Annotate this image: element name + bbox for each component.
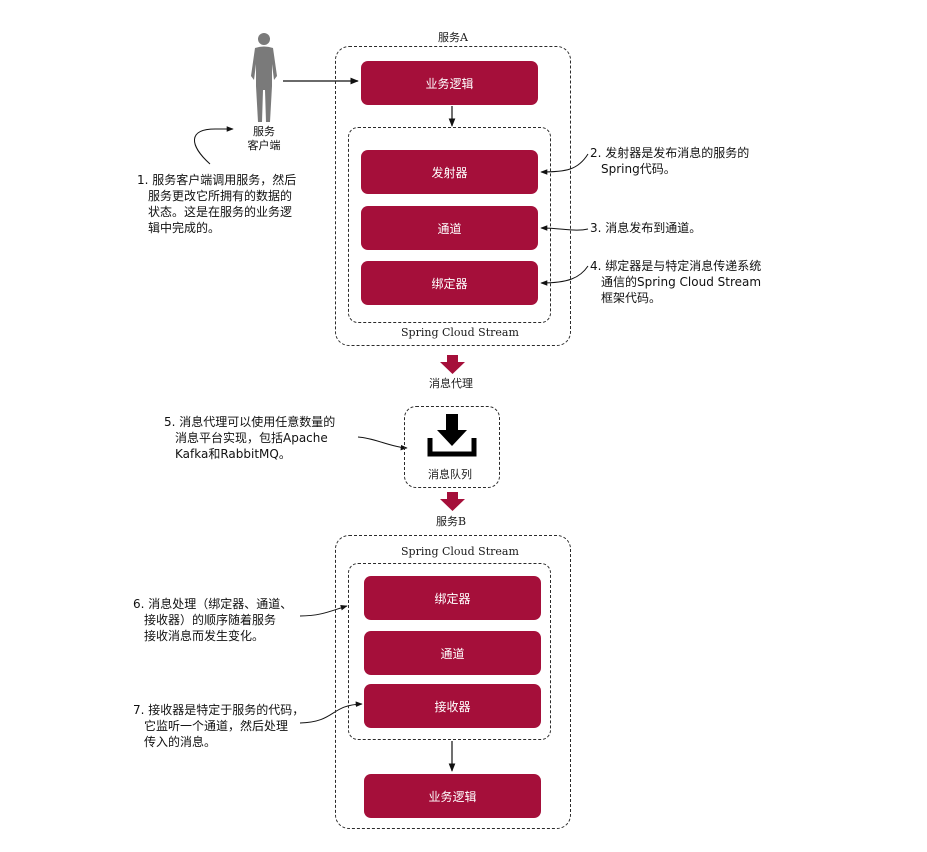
note-6-line: 接收器）的顺序随着服务 bbox=[144, 613, 277, 627]
service-b-container bbox=[335, 535, 571, 829]
note-4-line: 4. 绑定器是与特定消息传递系统 bbox=[590, 259, 762, 273]
service-b-scs-container bbox=[348, 563, 551, 740]
note-1-line: 1. 服务客户端调用服务，然后 bbox=[137, 173, 297, 187]
service-a-emitter: 发射器 bbox=[361, 150, 538, 194]
note-1-line: 服务更改它所拥有的数据的 bbox=[148, 189, 293, 203]
note3-curve bbox=[540, 225, 589, 231]
client-label-line1: 服务 bbox=[253, 125, 275, 138]
service-b-framework-label: Spring Cloud Stream bbox=[398, 545, 522, 559]
note-5-line: 5. 消息代理可以使用任意数量的 bbox=[164, 415, 336, 429]
note-5-line: Kafka和RabbitMQ。 bbox=[175, 447, 291, 461]
note-6-line: 接收消息而发生变化。 bbox=[144, 629, 265, 643]
note-5: 5. 消息代理可以使用任意数量的 消息平台实现，包括Apache Kafka和R… bbox=[164, 414, 335, 462]
note-6-line: 6. 消息处理（绑定器、通道、 bbox=[133, 597, 293, 611]
note-5-line: 消息平台实现，包括Apache bbox=[175, 431, 328, 445]
service-b-binder: 绑定器 bbox=[364, 576, 541, 620]
note-7-line: 传入的消息。 bbox=[144, 735, 217, 749]
service-b-channel: 通道 bbox=[364, 631, 541, 675]
service-b-title: 服务B bbox=[433, 515, 470, 529]
note7-curve bbox=[299, 701, 363, 724]
note-1-line: 状态。这是在服务的业务逻 bbox=[148, 205, 293, 219]
service-a-framework-label: Spring Cloud Stream bbox=[398, 326, 522, 340]
note-2: 2. 发射器是发布消息的服务的 Spring代码。 bbox=[590, 145, 749, 177]
note-4-line: 框架代码。 bbox=[601, 291, 662, 305]
note4-curve bbox=[540, 265, 589, 286]
to-service-b-arrow bbox=[440, 492, 465, 511]
broker-label: 消息代理 bbox=[426, 377, 476, 391]
service-a-binder: 绑定器 bbox=[361, 261, 538, 305]
person-icon bbox=[251, 33, 277, 122]
note-4: 4. 绑定器是与特定消息传递系统 通信的Spring Cloud Stream … bbox=[590, 258, 761, 306]
service-a-title: 服务A bbox=[435, 31, 471, 45]
note-4-line: 通信的Spring Cloud Stream bbox=[601, 275, 762, 289]
note-2-line: 2. 发射器是发布消息的服务的 bbox=[590, 146, 750, 160]
service-a-container bbox=[335, 46, 571, 346]
note-3: 3. 消息发布到通道。 bbox=[590, 220, 701, 236]
note-3-line: 3. 消息发布到通道。 bbox=[590, 221, 702, 235]
service-a-business-logic: 业务逻辑 bbox=[361, 61, 538, 105]
note1-curve bbox=[194, 126, 234, 165]
to-broker-arrow bbox=[440, 355, 465, 374]
client-label-line2: 客户端 bbox=[247, 139, 281, 152]
note-1-line: 辑中完成的。 bbox=[148, 221, 221, 235]
service-a-scs-container bbox=[348, 127, 551, 323]
note-1: 1. 服务客户端调用服务，然后 服务更改它所拥有的数据的 状态。这是在服务的业务… bbox=[137, 172, 296, 236]
service-b-business-logic: 业务逻辑 bbox=[364, 774, 541, 818]
service-b-receiver: 接收器 bbox=[364, 684, 541, 728]
note5-curve bbox=[357, 436, 408, 451]
service-a-channel: 通道 bbox=[361, 206, 538, 250]
download-tray-icon bbox=[427, 414, 477, 457]
note-2-line: Spring代码。 bbox=[601, 162, 676, 176]
note-7-line: 7. 接收器是特定于服务的代码， bbox=[133, 703, 305, 717]
client-label-2: 客户端 bbox=[242, 139, 286, 153]
note-6: 6. 消息处理（绑定器、通道、 接收器）的顺序随着服务 接收消息而发生变化。 bbox=[133, 596, 292, 644]
note-7-line: 它监听一个通道，然后处理 bbox=[144, 719, 289, 733]
message-queue-container bbox=[404, 406, 500, 488]
note6-curve bbox=[299, 605, 348, 617]
note-7: 7. 接收器是特定于服务的代码， 它监听一个通道，然后处理 传入的消息。 bbox=[133, 702, 304, 750]
client-label: 服务 bbox=[252, 125, 276, 139]
message-queue-label: 消息队列 bbox=[425, 468, 475, 482]
